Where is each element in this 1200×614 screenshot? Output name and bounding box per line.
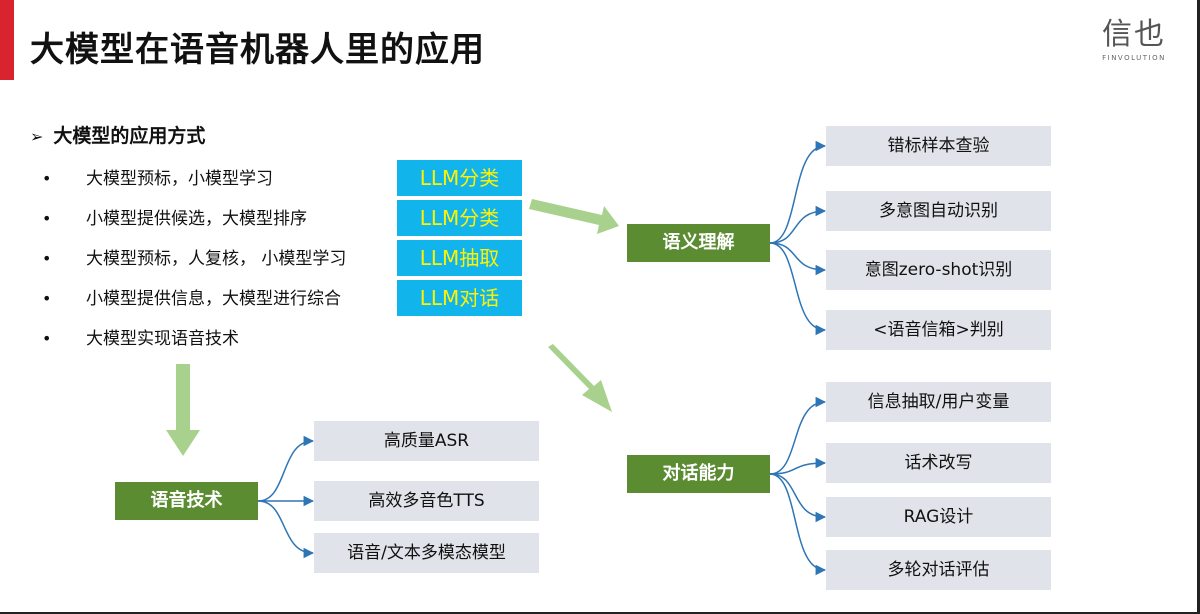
title-accent-bar: [0, 0, 14, 80]
bullet-text: 大模型预标，小模型学习: [86, 169, 273, 189]
semantic-item-1: 错标样本查验: [826, 126, 1051, 166]
speech-item-1: 高质量ASR: [314, 421, 539, 461]
category-semantic-understanding: 语义理解: [627, 224, 770, 262]
bullet-dot-icon: •: [42, 289, 52, 308]
arrow-bullet-icon: ➢: [30, 127, 44, 146]
bullet-item: • 大模型预标，小模型学习: [42, 164, 346, 204]
company-logo: 信也 FINVOLUTION: [1098, 18, 1170, 68]
llm-tag-dialogue: LLM对话: [397, 280, 522, 316]
speech-item-2: 高效多音色TTS: [314, 481, 539, 521]
arrow-to-speech-icon: [166, 364, 200, 456]
dialogue-item-2: 话术改写: [826, 443, 1051, 483]
frame-border-bottom: [0, 612, 1200, 614]
semantic-item-4: <语音信箱>判别: [826, 310, 1051, 350]
connector-semantic-1: [769, 140, 827, 244]
connector-dialogue-3: [769, 473, 827, 523]
bullet-list: • 大模型预标，小模型学习 • 小模型提供候选，大模型排序 • 大模型预标，人复核， …: [42, 164, 346, 364]
bullet-dot-icon: •: [42, 209, 52, 228]
bullet-text: 大模型实现语音技术: [86, 329, 239, 349]
connector-dialogue-4: [769, 473, 827, 576]
llm-tag-extract: LLM抽取: [397, 240, 522, 276]
connector-semantic-3: [769, 242, 827, 276]
section-heading-text: 大模型的应用方式: [53, 125, 206, 147]
dialogue-item-3: RAG设计: [826, 497, 1051, 537]
page-title: 大模型在语音机器人里的应用: [30, 30, 485, 70]
logo-chinese: 信也: [1102, 17, 1166, 52]
connector-speech-3: [257, 500, 315, 559]
connector-dialogue-2: [769, 457, 827, 475]
bullet-dot-icon: •: [42, 169, 52, 188]
bullet-dot-icon: •: [42, 249, 52, 268]
dialogue-item-4: 多轮对话评估: [826, 550, 1051, 590]
llm-tag-classify-1: LLM分类: [397, 160, 522, 196]
arrow-to-dialogue-icon: [548, 344, 612, 412]
connector-semantic-4: [769, 242, 827, 336]
semantic-item-2: 多意图自动识别: [826, 191, 1051, 231]
bullet-item: • 大模型实现语音技术: [42, 324, 346, 364]
logo-english: FINVOLUTION: [1102, 54, 1166, 62]
connector-semantic-2: [769, 205, 827, 244]
bullet-item: • 小模型提供候选，大模型排序: [42, 204, 346, 244]
bullet-item: • 小模型提供信息，大模型进行综合: [42, 284, 346, 324]
frame-border-right: [1197, 0, 1200, 614]
dialogue-item-1: 信息抽取/用户变量: [826, 382, 1051, 422]
arrow-to-semantic-icon: [529, 199, 619, 234]
bullet-text: 小模型提供信息，大模型进行综合: [86, 289, 341, 309]
connector-speech-1: [257, 435, 315, 502]
category-dialogue-ability: 对话能力: [627, 455, 770, 493]
section-heading: ➢ 大模型的应用方式: [30, 121, 205, 148]
speech-item-3: 语音/文本多模态模型: [314, 533, 539, 573]
connector-dialogue-1: [769, 396, 827, 475]
bullet-text: 大模型预标，人复核， 小模型学习: [86, 249, 347, 269]
llm-tag-classify-2: LLM分类: [397, 200, 522, 236]
category-speech-technology: 语音技术: [115, 482, 258, 520]
bullet-dot-icon: •: [42, 329, 52, 348]
bullet-text: 小模型提供候选，大模型排序: [86, 209, 307, 229]
semantic-item-3: 意图zero-shot识别: [826, 250, 1051, 290]
bullet-item: • 大模型预标，人复核， 小模型学习: [42, 244, 346, 284]
